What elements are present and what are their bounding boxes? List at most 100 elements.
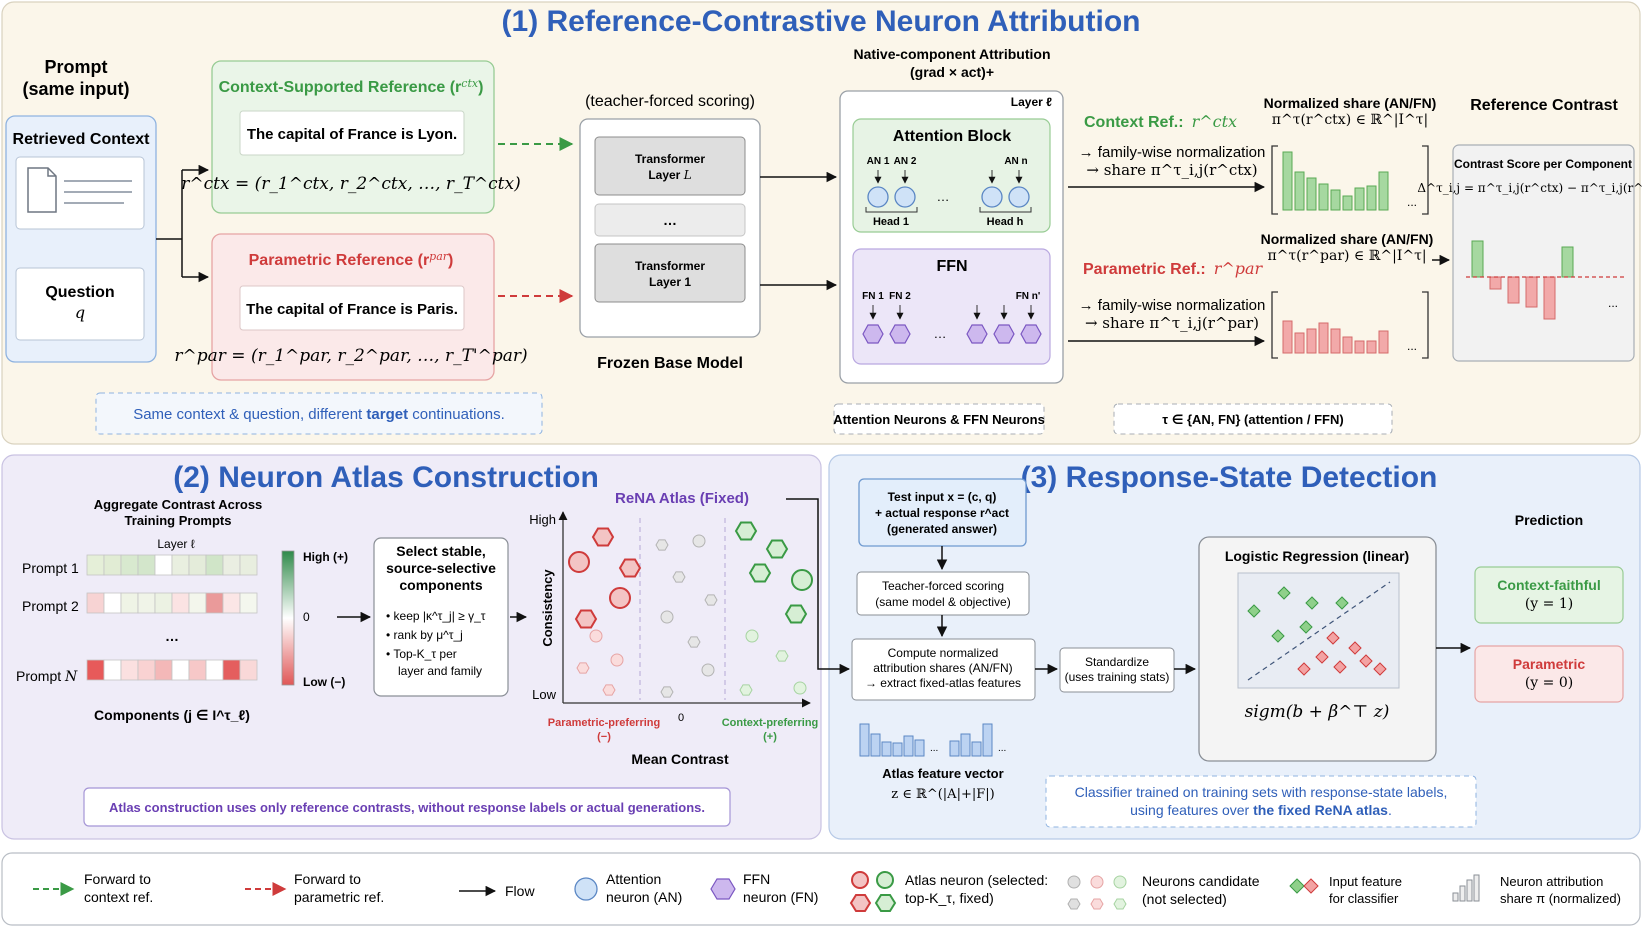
compute-line-1: Compute normalized (888, 646, 999, 660)
atlas-neuron-context (734, 521, 758, 541)
heatmap-cell (103, 554, 122, 576)
candidate-neuron (687, 636, 701, 648)
share-bar (1306, 177, 1317, 211)
ffn-neuron (966, 324, 988, 344)
an-1-label: AN 1 (867, 156, 890, 167)
atlas-neuron-parametric (574, 609, 598, 629)
heatmap-cell (205, 592, 224, 614)
atlas-x-right-1: Context-preferring (722, 717, 819, 729)
legend-atlas-neuron-red-icon (851, 871, 869, 889)
legend-candidate-hex-red-icon (1090, 898, 1104, 910)
atlas-x-left-2: (−) (597, 731, 611, 743)
parametric-ref-label: Parametric Ref.:r^par (1083, 259, 1264, 278)
context-reference-title: Context-Supported Reference (rctx) (219, 77, 484, 96)
contrast-bar (1543, 276, 1556, 320)
parametric-y: (y = 0) (1525, 675, 1573, 691)
feature-dots: ... (930, 743, 938, 754)
share-bar (1354, 187, 1365, 211)
legend-atlas-2: top-K_τ, fixed) (905, 890, 994, 906)
feature-bar (949, 740, 960, 757)
frozen-base-model-label: Frozen Base Model (597, 355, 743, 372)
norm-share-ctx-title: Normalized share (AN/FN) (1264, 95, 1437, 111)
parametric-reference-formula: r^par = (r_1^par, r_2^par, …, r_T'^par) (174, 346, 527, 366)
feature-point-context (1299, 620, 1313, 634)
select-components-box (373, 537, 509, 697)
contrast-bar (1507, 276, 1520, 304)
retrieved-context-label: Retrieved Context (13, 131, 151, 148)
transformer-ellipsis: … (663, 212, 677, 228)
atlas-feature-vector-chart (859, 723, 993, 757)
logreg-points (1247, 586, 1387, 676)
panel3-title: (3) Response-State Detection (1021, 461, 1438, 494)
legend-attribution-2: share π (normalized) (1500, 891, 1621, 906)
norm-share-par-title: Normalized share (AN/FN) (1261, 231, 1434, 247)
atlas-x-right-2: (+) (763, 731, 777, 743)
share-bar (1306, 328, 1317, 354)
legend-atlas-hex-red-icon (849, 894, 872, 912)
feature-bar (881, 741, 892, 757)
share-bar (1294, 332, 1305, 354)
prediction-title: Prediction (1515, 512, 1583, 528)
heatmap-cell (120, 554, 139, 576)
atlas-neuron-context (748, 563, 772, 583)
an-n-label: AN n (1004, 156, 1027, 167)
share-bar (1318, 183, 1329, 211)
contrast-bars (1471, 240, 1574, 320)
legend-an-2: neuron (AN) (606, 889, 682, 905)
ffn-neuron (889, 324, 911, 344)
heatmap-cell (188, 554, 207, 576)
par-bars-ellipsis: ... (1407, 339, 1417, 353)
heatmap-cell (120, 592, 139, 614)
document-icon (27, 167, 132, 213)
prompt-title: Prompt (45, 57, 108, 77)
legend-forward-context-2: context ref. (84, 889, 153, 905)
feature-bar (982, 723, 993, 757)
attention-neuron (981, 186, 1003, 208)
legend-an-1: Attention (606, 871, 661, 887)
standardize-line-1: Standardize (1085, 655, 1149, 669)
feature-bar (892, 742, 903, 757)
candidate-neuron (589, 629, 603, 643)
candidate-neuron (602, 684, 616, 696)
contrast-score-title: Contrast Score per Component (1454, 157, 1632, 171)
candidate-neuron (672, 571, 686, 583)
legend-atlas-hex-green-icon (874, 894, 897, 912)
scale-zero-label: 0 (303, 610, 310, 624)
candidate-neuron (793, 681, 807, 695)
neurons-note: Attention Neurons & FFN Neurons (833, 412, 1045, 427)
legend-attribution-1: Neuron attribution (1500, 874, 1603, 889)
share-bar (1342, 195, 1353, 211)
feature-bar (914, 739, 925, 757)
panel1-title: (1) Reference-Contrastive Neuron Attribu… (502, 5, 1141, 38)
ffn-neuron (862, 324, 884, 344)
transformer-layer-1-label-2: Layer 1 (649, 275, 691, 289)
atlas-y-high: High (529, 512, 556, 527)
share-bar (1294, 171, 1305, 211)
heatmap-cell (86, 554, 105, 576)
attention-neuron (1008, 186, 1030, 208)
legend-attention-neuron-icon (574, 877, 598, 901)
heatmap-cell (188, 659, 207, 681)
atlas-neuron-parametric (618, 558, 642, 578)
heatmap-cell (222, 554, 241, 576)
atlas-neuron-context (784, 604, 808, 624)
legend-feature-1: Input feature (1329, 874, 1402, 889)
components-label: Components (j ∈ I^τ_ℓ) (94, 707, 250, 723)
select-bullet-3a: • Top-K_τ per (386, 647, 457, 661)
legend-box (1, 852, 1641, 926)
legend-candidate-red-icon (1090, 875, 1104, 889)
aggregate-title: Aggregate Contrast Across (94, 497, 263, 512)
heatmap-cell (154, 592, 173, 614)
transformer-layer-L-label: Transformer (635, 152, 705, 166)
context-reference-formula: r^ctx = (r_1^ctx, r_2^ctx, …, r_T^ctx) (181, 174, 520, 194)
candidate-neuron (655, 539, 669, 551)
candidate-neuron (739, 684, 753, 696)
share-bar (1378, 171, 1389, 211)
classifier-note-1: Classifier trained on training sets with… (1075, 784, 1448, 800)
ffn-neuron (993, 324, 1015, 344)
tf-line-1: Teacher-forced scoring (882, 579, 1004, 593)
transformer-layer-1 (594, 243, 746, 303)
native-attribution-subtitle: (grad × act)+ (910, 64, 994, 80)
atlas-vector-label: Atlas feature vector (882, 766, 1003, 781)
atlas-x-zero: 0 (678, 712, 684, 724)
